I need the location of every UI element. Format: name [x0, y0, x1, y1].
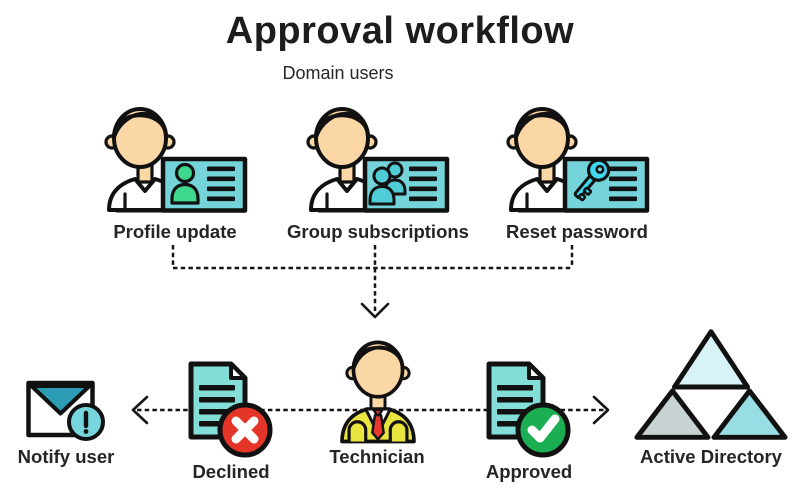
- hair: [514, 111, 570, 139]
- domain-users-caption: Domain users: [282, 63, 394, 83]
- envelope-flap: [29, 384, 92, 416]
- right-arm: [388, 420, 409, 444]
- label-approved: Approved: [485, 461, 573, 482]
- card-text-lines: [609, 166, 637, 202]
- document-fold: [229, 362, 247, 380]
- label-active-directory: Active Directory: [640, 446, 782, 467]
- page-title: Approval workflow: [225, 10, 575, 52]
- label-technician: Technician: [329, 446, 425, 467]
- label-reset-password: Reset password: [506, 221, 648, 242]
- label-declined: Declined: [192, 461, 270, 482]
- x-mark-icon: [231, 416, 259, 444]
- document-approved-icon: [486, 361, 571, 458]
- technician-icon: [340, 340, 416, 444]
- hair: [314, 111, 370, 139]
- arrowhead-down-icon: [360, 302, 390, 319]
- arrowhead-right-icon: [592, 395, 610, 425]
- document-fold: [527, 362, 545, 380]
- user-with-key-card-icon: [506, 107, 650, 213]
- document-declined-icon: [188, 361, 273, 458]
- hair: [112, 111, 168, 139]
- card-group-glyph-icon: [368, 161, 407, 206]
- user-with-group-card-icon: [306, 107, 450, 213]
- hair: [351, 345, 405, 371]
- envelope-alert-icon: [26, 380, 105, 441]
- active-directory-triangle-icon: [634, 329, 788, 440]
- card-profile-glyph-icon: [170, 162, 200, 205]
- card-key-glyph-icon: [573, 158, 611, 202]
- ad-triangle-left: [634, 388, 711, 440]
- ad-triangle-top: [671, 329, 751, 390]
- ad-triangle-right: [711, 388, 788, 440]
- card-text-lines: [409, 166, 437, 202]
- label-profile-update: Profile update: [113, 221, 237, 242]
- label-group-subscriptions: Group subscriptions: [287, 221, 469, 242]
- user-with-profile-card-icon: [104, 107, 248, 213]
- check-mark-icon: [527, 414, 560, 443]
- tie-icon: [371, 408, 385, 441]
- arrowhead-left-icon: [131, 395, 149, 425]
- card-text-lines: [207, 166, 235, 202]
- label-notify-user: Notify user: [17, 446, 115, 467]
- left-arm: [347, 420, 368, 444]
